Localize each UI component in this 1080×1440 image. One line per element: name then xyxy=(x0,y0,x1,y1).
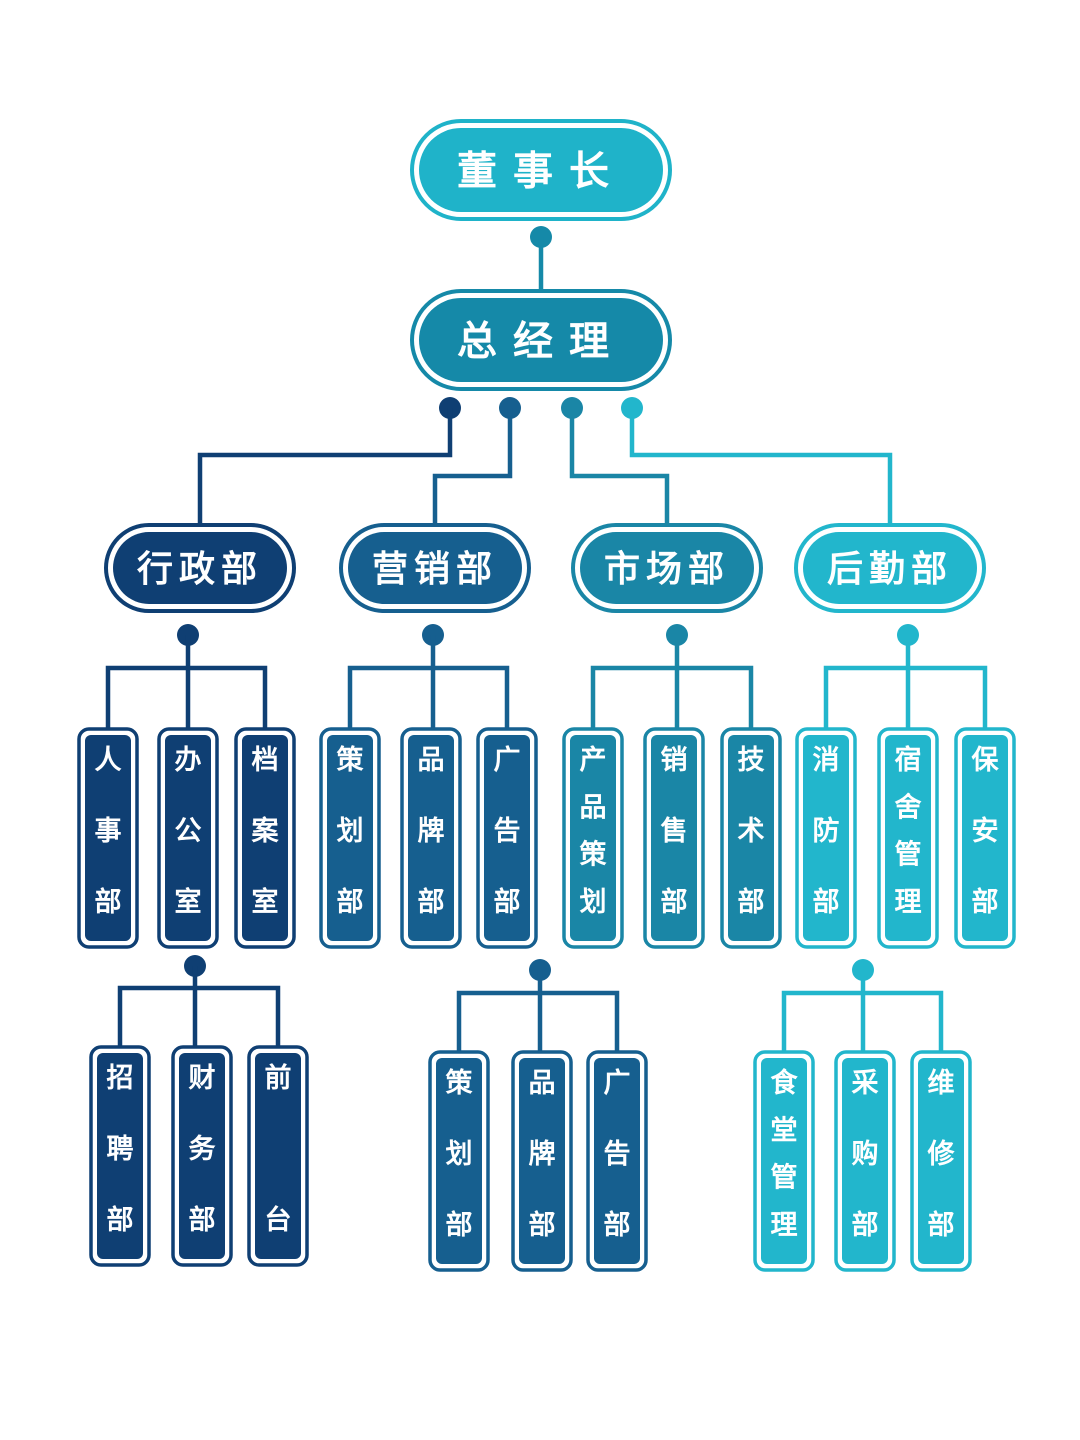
dept-1-unit-3: 档案室 xyxy=(234,727,296,949)
gm-connector-line-3 xyxy=(569,408,670,527)
dept-node-2: 营销部 xyxy=(339,523,531,613)
marketing-level3-unit-1: 策划部 xyxy=(428,1050,490,1272)
logistics-level3-unit-1-label: 食堂管理 xyxy=(771,1067,799,1241)
chairman-node-label: 董事长 xyxy=(457,148,625,194)
logistics-level3-unit-3-label: 维修部 xyxy=(927,1068,956,1241)
office-unit-2-label: 财务部 xyxy=(189,1063,216,1236)
dept-1-unit-2: 办公室 xyxy=(157,727,219,949)
marketing-level3-unit-2-label: 品牌部 xyxy=(529,1068,556,1241)
dept-4-branch xyxy=(823,665,988,729)
dept-4-unit-1: 消防部 xyxy=(795,727,857,949)
dept-4-unit-3: 保安部 xyxy=(954,727,1016,949)
office-unit-3-label: 前台 xyxy=(265,1062,292,1236)
dept-2-unit-3: 广告部 xyxy=(476,727,538,949)
dept-1-branch xyxy=(105,665,268,729)
dept-2-unit-1: 策划部 xyxy=(319,727,381,949)
dept-4-unit-1-label: 消防部 xyxy=(813,745,840,918)
dept-4-unit-3-label: 保安部 xyxy=(971,745,1000,918)
general-manager-node-label: 总经理 xyxy=(457,318,625,364)
marketing-level3-unit-3: 广告部 xyxy=(586,1050,648,1272)
logistics-level3-unit-1: 食堂管理 xyxy=(753,1050,815,1272)
dept-node-4-label: 后勤部 xyxy=(827,549,953,590)
dept-node-1: 行政部 xyxy=(104,523,296,613)
marketing-level3-unit-2: 品牌部 xyxy=(511,1050,573,1272)
logistics-level3-unit-3: 维修部 xyxy=(910,1050,972,1272)
dept-3-unit-2: 销售部 xyxy=(643,727,705,949)
chairman-node: 董事长 xyxy=(410,119,672,221)
dept-1-unit-3-label: 档案室 xyxy=(251,745,280,918)
dept-node-2-label: 营销部 xyxy=(372,549,498,590)
office-unit-1: 招聘部 xyxy=(89,1045,151,1267)
logistics-level3-unit-2: 采购部 xyxy=(834,1050,896,1272)
dept-3-unit-2-label: 销售部 xyxy=(661,745,688,918)
dept-3-unit-1-label: 产品策划 xyxy=(580,745,608,918)
dept-3-unit-3-label: 技术部 xyxy=(738,745,765,918)
general-manager-node: 总经理 xyxy=(410,289,672,391)
office-unit-1-label: 招聘部 xyxy=(107,1063,134,1236)
dept-node-3-label: 市场部 xyxy=(604,549,730,590)
dept-3-branch xyxy=(590,665,754,729)
marketing-level3-unit-1-label: 策划部 xyxy=(446,1067,474,1241)
dept-1-unit-1-label: 人事部 xyxy=(95,745,122,918)
dept-3-unit-1: 产品策划 xyxy=(562,727,624,949)
dept-node-1-label: 行政部 xyxy=(137,549,263,590)
level3-group-3-branch xyxy=(781,990,944,1052)
marketing-level3-unit-3-label: 广告部 xyxy=(604,1068,631,1241)
level3-group-1-branch xyxy=(117,985,281,1047)
dept-4-unit-2-label: 宿舍管理 xyxy=(895,744,923,918)
dept-1-unit-2-label: 办公室 xyxy=(175,745,202,918)
dept-node-3: 市场部 xyxy=(571,523,763,613)
gm-connector-line-4 xyxy=(629,408,893,527)
gm-connector-line-1 xyxy=(197,408,453,527)
office-unit-2: 财务部 xyxy=(171,1045,233,1267)
logistics-level3-unit-2-label: 采购部 xyxy=(852,1068,879,1241)
office-unit-3: 前台 xyxy=(247,1045,309,1267)
dept-node-4: 后勤部 xyxy=(794,523,986,613)
dept-3-unit-3: 技术部 xyxy=(720,727,782,949)
level3-group-2-branch xyxy=(456,990,620,1052)
dept-2-unit-2-label: 品牌部 xyxy=(418,745,445,918)
dept-2-unit-1-label: 策划部 xyxy=(337,744,365,918)
dept-1-unit-1: 人事部 xyxy=(77,727,139,949)
dept-2-unit-3-label: 广告部 xyxy=(494,745,521,918)
dept-2-unit-2: 品牌部 xyxy=(400,727,462,949)
dept-2-branch xyxy=(347,665,510,729)
dept-4-unit-2: 宿舍管理 xyxy=(877,727,939,949)
gm-connector-line-2 xyxy=(432,408,513,527)
